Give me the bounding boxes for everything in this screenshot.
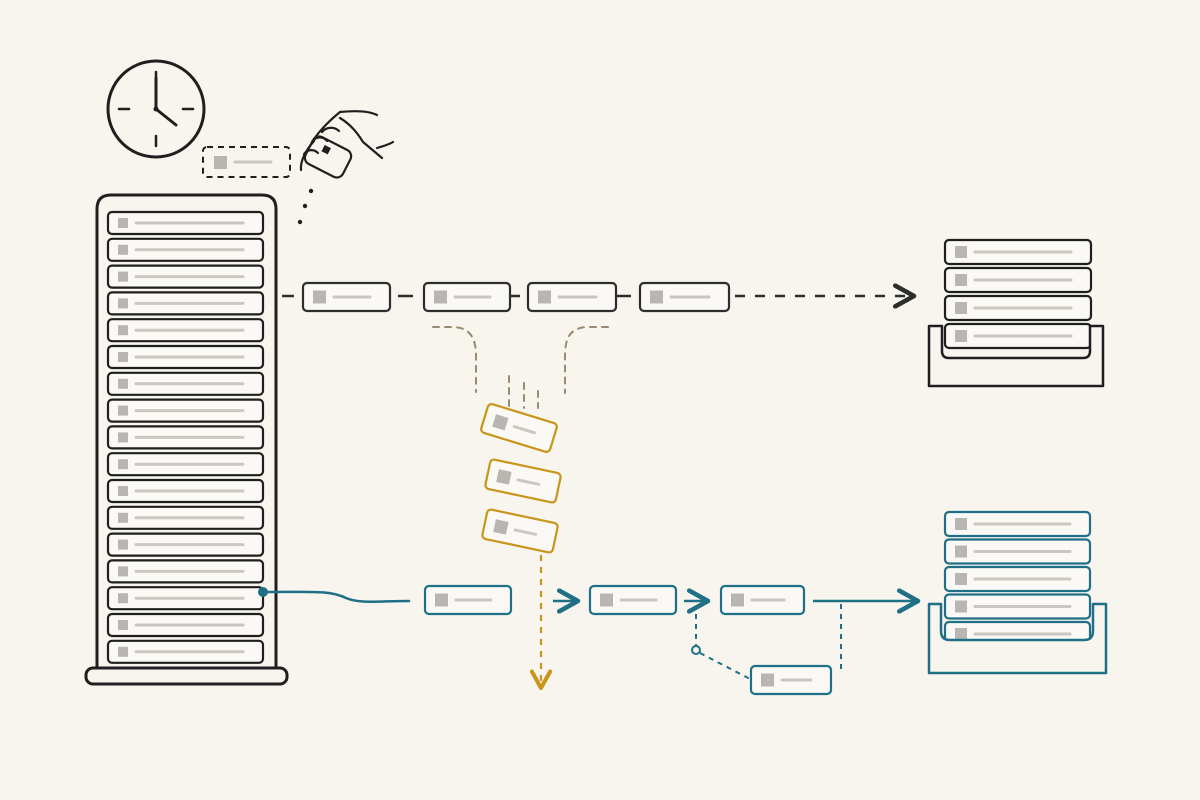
bottom-tray-cards	[943, 510, 1092, 648]
bottom-pipeline	[258, 584, 918, 696]
recovered-output-card	[943, 538, 1092, 565]
dropped-job-card	[480, 403, 558, 453]
dropped-job-card	[484, 458, 562, 504]
output-job-card	[943, 294, 1093, 322]
bottom-pipeline-cards	[423, 584, 833, 696]
recovered-output-card	[943, 593, 1092, 620]
server-rack-icon	[84, 193, 289, 686]
hand-holding-card-icon	[297, 110, 395, 225]
rack-slot	[106, 532, 265, 557]
top-tray-cards	[943, 238, 1093, 350]
recovered-job-card	[588, 584, 678, 616]
top-output-tray	[927, 238, 1105, 388]
rack-slot	[106, 559, 265, 584]
output-job-card	[943, 238, 1093, 266]
incoming-job-card	[202, 146, 291, 178]
rack-slot	[106, 291, 265, 316]
recovered-job-card	[423, 584, 513, 616]
falling-job-cards	[480, 403, 562, 554]
output-tray-icon	[927, 602, 1108, 675]
clock-icon	[106, 59, 206, 159]
recovered-side-card	[749, 664, 833, 696]
bottom-output-tray	[927, 510, 1108, 675]
rack-slot	[106, 452, 265, 477]
rack-slot	[106, 505, 265, 530]
rack-slot	[106, 425, 265, 450]
output-job-card	[943, 266, 1093, 294]
rack-slot	[106, 210, 265, 236]
recovered-output-card	[943, 565, 1092, 593]
rack-slot	[106, 612, 265, 638]
output-tray-icon	[927, 324, 1105, 388]
dropped-job-card	[481, 508, 559, 554]
rack-slot	[106, 478, 265, 504]
rack-slots	[106, 210, 265, 664]
rack-slot	[106, 371, 265, 396]
rack-slot	[106, 639, 265, 664]
pipeline-job-card	[422, 281, 512, 313]
top-pipeline-cards	[301, 281, 731, 313]
rack-slot	[106, 264, 265, 289]
pipeline-job-card	[638, 281, 731, 313]
recovered-output-card	[943, 510, 1092, 538]
rack-slot	[106, 318, 265, 343]
output-job-card	[943, 322, 1093, 350]
dropped-job-guides	[432, 326, 609, 409]
rack-slot	[106, 237, 265, 262]
pipeline-job-card	[301, 281, 392, 313]
rack-slot	[106, 344, 265, 370]
recovered-job-card	[719, 584, 806, 616]
rack-slot	[106, 586, 265, 611]
pipeline-job-card	[526, 281, 618, 313]
rack-slot	[106, 398, 265, 423]
top-pipeline	[282, 281, 914, 313]
